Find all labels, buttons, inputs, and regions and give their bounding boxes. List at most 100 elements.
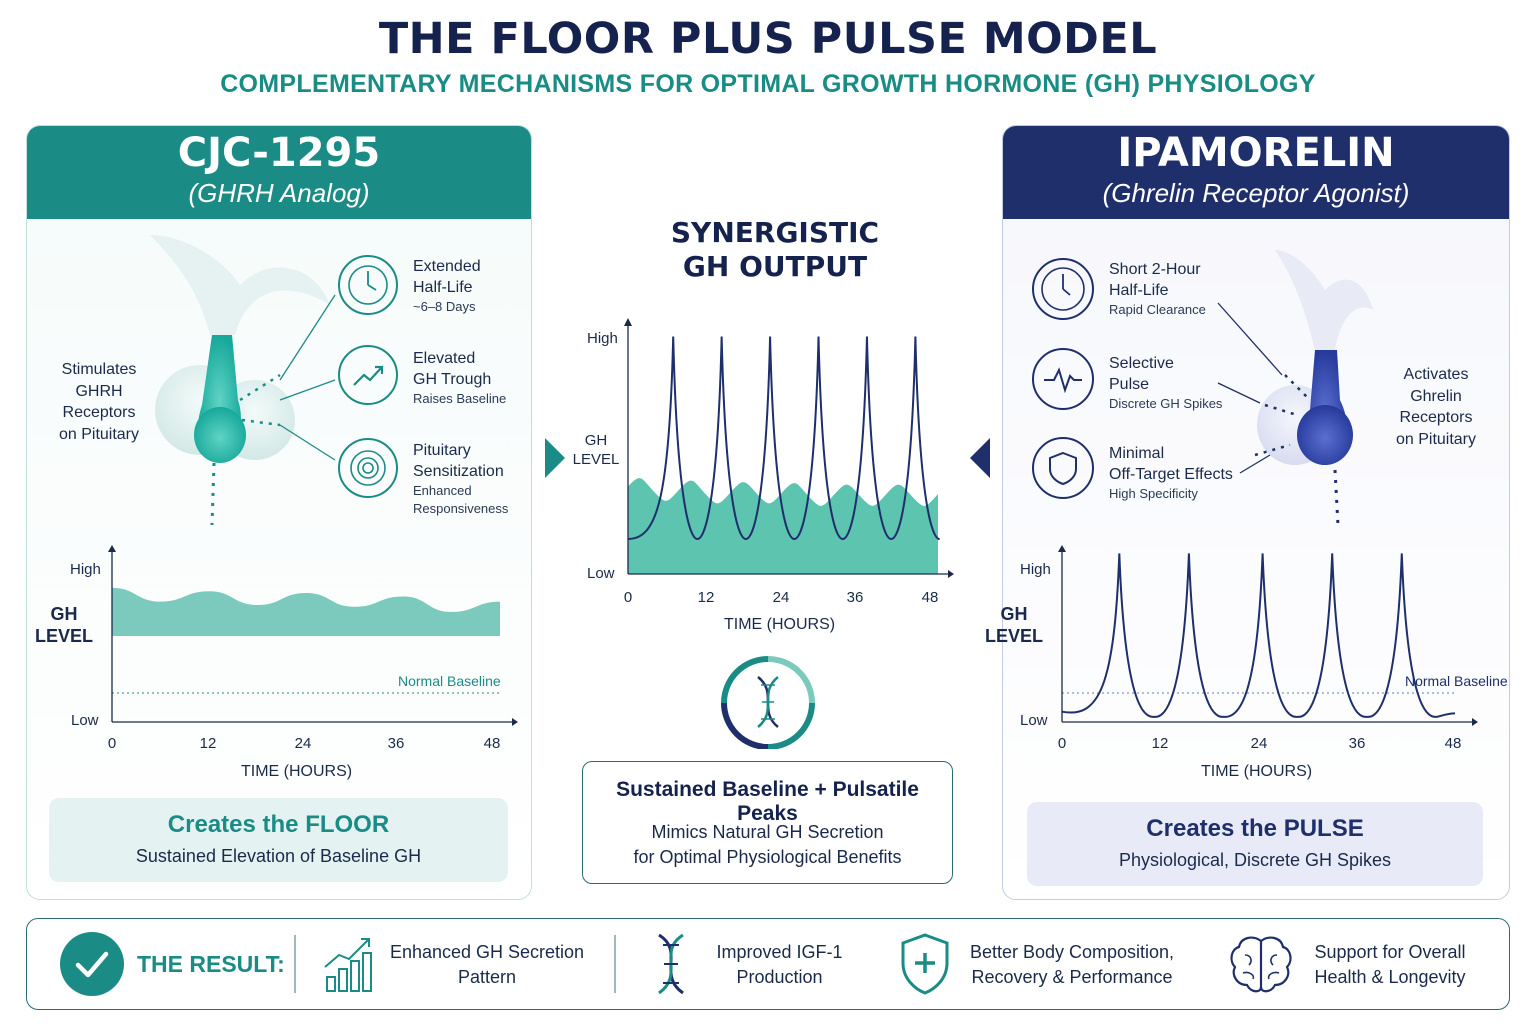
ipamorelin-title: IPAMORELIN [1117,130,1395,176]
x-tick: 36 [1348,735,1366,752]
y-title-line: GH [1000,604,1028,624]
arrow-from-right-icon [970,438,990,478]
synergy-title: SYNERGISTIC GH OUTPUT [620,216,930,284]
result-item-1: Enhanced GH Secretion Pattern [387,940,587,990]
y-title-line: LEVEL [984,626,1043,646]
arrow-from-left-icon [545,438,565,478]
cjc-box-sub: Sustained Elevation of Baseline GH [135,846,422,866]
feature-title: Pulse [1109,376,1150,393]
ipamorelin-feature-3: Minimal Off-Target Effects High Specific… [1109,443,1233,503]
mid-chart-y-high: High [587,330,618,347]
ipamorelin-side-text: Activates Ghrelin Receptors on Pituitary [1372,364,1500,450]
shield-plus-icon [901,933,949,995]
synergy-title-line: SYNERGISTIC [670,216,880,249]
result-line: Production [736,967,823,987]
ipa-pulse-chart [1058,545,1478,726]
ipamorelin-side-line-3: on Pituitary [1395,430,1477,448]
page-subtitle: COMPLEMENTARY MECHANISMS FOR OPTIMAL GRO… [220,70,1316,98]
feature-sub: Raises Baseline [413,391,507,406]
divider [294,935,296,993]
y-axis-arrow [1058,545,1066,552]
x-axis-arrow [948,570,954,578]
bar-chart-icon [324,938,372,992]
feature-title: Half-Life [1109,282,1169,299]
result-item-4: Support for Overall Health & Longevity [1305,940,1475,990]
ipamorelin-subtitle: (Ghrelin Receptor Agonist) [1102,178,1410,208]
cjc-chart-y-low: Low [71,712,99,729]
cjc-side-line-3: on Pituitary [58,425,140,443]
synergy-floor-area [628,478,938,574]
cjc-box-title: Creates the FLOOR [167,811,390,838]
ipa-pulse-line [1061,553,1456,718]
result-label: THE RESULT: [137,951,285,977]
dna-circle-icon [721,656,815,749]
synergy-box-sub: Mimics Natural GH Secretion for Optimal … [583,820,952,870]
cjc-floor-area [112,587,500,636]
check-circle-icon [60,932,124,996]
cjc-title: CJC-1295 [177,130,381,176]
result-bar: THE RESULT: Enhanced GH Secretion Patter… [26,918,1510,1010]
y-axis-arrow [624,318,632,326]
feature-title: Half-Life [413,279,473,296]
ipa-box-title: Creates the PULSE [1146,815,1364,842]
x-tick: 12 [1151,735,1169,752]
mid-chart-y-title: GH LEVEL [572,431,620,469]
x-tick: 0 [1057,735,1067,752]
ipamorelin-feature-2: Selective Pulse Discrete GH Spikes [1109,353,1222,413]
ipa-box-sub: Physiological, Discrete GH Spikes [1118,850,1392,870]
result-line: Better Body Composition, [969,942,1175,962]
clock-icon [1032,258,1094,320]
pulse-icon [1032,348,1094,410]
x-tick: 48 [1444,735,1462,752]
divider [614,935,616,993]
cjc-side-text: Stimulates GHRH Receptors on Pituitary [38,359,160,445]
cjc-baseline-label: Normal Baseline [398,673,501,689]
ipamorelin-panel-header: IPAMORELIN (Ghrelin Receptor Agonist) [1003,126,1509,219]
cjc-side-line-1: Stimulates [61,361,137,378]
cjc-floor-box: Creates the FLOOR Sustained Elevation of… [49,798,508,882]
cjc-panel-header: CJC-1295 (GHRH Analog) [27,126,531,219]
cjc-feature-2: Elevated GH Trough Raises Baseline [413,348,506,408]
ipamorelin-side-line-1: Activates [1403,366,1469,383]
x-tick: 0 [107,735,117,752]
result-item-3: Better Body Composition, Recovery & Perf… [967,940,1177,990]
synergy-pulse-line [627,336,940,541]
ipa-chart-y-title: GH LEVEL [984,603,1044,647]
x-tick: 24 [1250,735,1268,752]
feature-title: Pituitary [413,442,471,459]
feature-title: Selective [1109,355,1174,372]
cjc-chart-y-high: High [70,561,101,578]
synergy-box-line: Mimics Natural GH Secretion [651,822,884,842]
shield-icon [1032,437,1094,499]
feature-sub: High Specificity [1109,486,1198,501]
x-tick: 48 [921,589,939,606]
feature-title: GH Trough [413,371,492,388]
feature-sub: Responsiveness [413,501,509,516]
pituitary-illustration-teal [150,235,330,526]
ipamorelin-panel: IPAMORELIN (Ghrelin Receptor Agonist) [1002,125,1510,900]
result-line: Recovery & Performance [971,967,1173,987]
x-axis-arrow [1472,718,1478,726]
cjc-feature-3: Pituitary Sensitization Enhanced Respons… [413,440,508,518]
x-tick: 24 [294,735,312,752]
feature-sub: Enhanced [413,483,472,498]
y-title-line: GH [584,432,608,449]
feature-sub: ~6–8 Days [413,299,476,314]
feature-title: Minimal [1109,445,1165,462]
x-tick: 24 [772,589,790,606]
y-title-line: GH [50,604,78,624]
cjc-panel: CJC-1295 (GHRH Analog) [26,125,532,900]
brain-icon [1230,936,1292,993]
result-item-2: Improved IGF-1 Production [697,940,862,990]
trend-up-icon [338,345,398,405]
cjc-connector-lines [279,294,336,461]
cjc-x-title: TIME (HOURS) [241,763,353,780]
feature-title: Off-Target Effects [1109,466,1233,483]
cjc-chart-y-title: GH LEVEL [34,603,94,647]
feature-sub: Rapid Clearance [1109,302,1206,317]
ipa-baseline-label: Normal Baseline [1405,673,1508,689]
cjc-floor-chart [108,545,518,726]
y-title-line: LEVEL [572,451,620,468]
feature-title: Elevated [413,350,476,367]
y-title-line: LEVEL [34,626,93,646]
